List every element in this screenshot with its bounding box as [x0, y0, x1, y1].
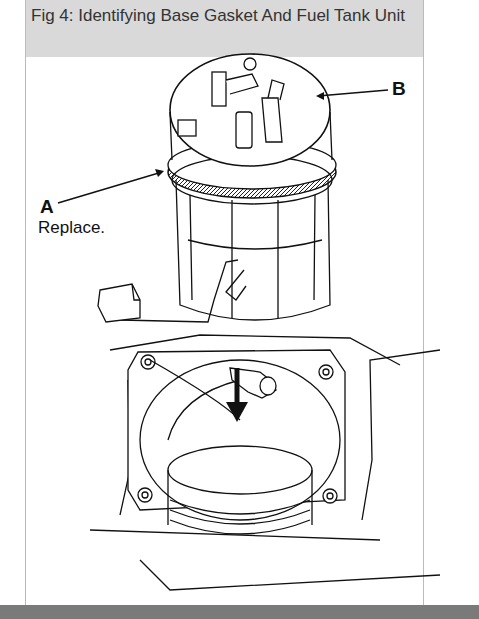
leader-head: [316, 92, 324, 100]
header-band: [25, 0, 423, 57]
arrow-head: [226, 402, 248, 422]
callout-letter: B: [392, 78, 406, 100]
leader-head: [155, 169, 164, 177]
leader-line: [58, 172, 162, 203]
frame-line: [25, 0, 26, 605]
part-note: Replace.: [38, 218, 105, 238]
bottom-bar: [0, 605, 479, 619]
fuel-tank-opening: [90, 335, 440, 590]
leader-line: [318, 90, 388, 96]
frame-line: [423, 0, 424, 605]
fuel-pump-unit: [98, 54, 336, 322]
direction-arrow: [235, 368, 240, 405]
figure-title: Fig 4: Identifying Base Gasket And Fuel …: [31, 3, 416, 29]
callout-letter: A: [40, 196, 54, 218]
